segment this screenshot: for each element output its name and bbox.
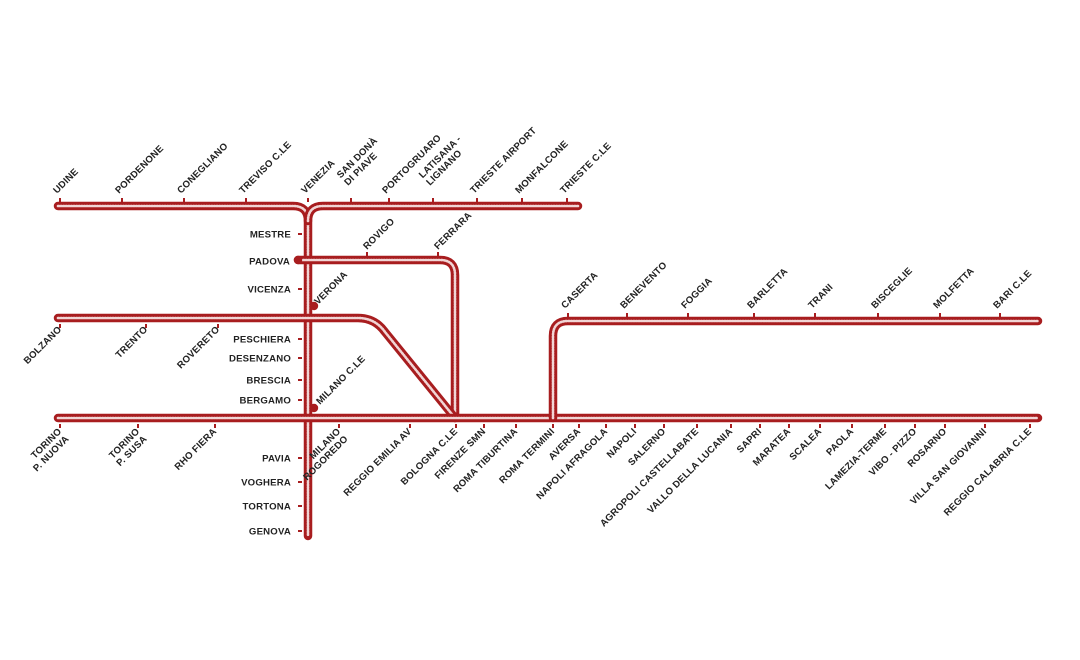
station-milano-c-le: MILANO C.LE bbox=[314, 353, 368, 407]
svg-text:ROVIGO: ROVIGO bbox=[361, 216, 397, 252]
station-tortona: TORTONA bbox=[243, 502, 291, 513]
station-vicenza: VICENZA bbox=[247, 285, 291, 296]
station-barletta: BARLETTA bbox=[745, 266, 790, 311]
station-reggio-emilia-av: REGGIO EMILIA AV bbox=[342, 426, 415, 499]
svg-text:UDINE: UDINE bbox=[51, 166, 81, 196]
svg-text:VOGHERA: VOGHERA bbox=[241, 478, 291, 489]
svg-text:PAVIA: PAVIA bbox=[262, 454, 291, 465]
station-pordenone: PORDENONE bbox=[113, 143, 166, 196]
station-peschiera: PESCHIERA bbox=[233, 335, 291, 346]
svg-text:TORINOP. NUOVA: TORINOP. NUOVA bbox=[24, 426, 72, 474]
svg-text:BOLZANO: BOLZANO bbox=[22, 324, 65, 367]
station-mestre: MESTRE bbox=[250, 230, 292, 241]
svg-text:MILANO C.LE: MILANO C.LE bbox=[314, 353, 368, 407]
station-latisana-lignano: LATISANA -LIGNANO bbox=[417, 134, 471, 188]
svg-text:CASERTA: CASERTA bbox=[559, 270, 600, 311]
line-padova-branch-inner bbox=[296, 258, 457, 420]
svg-text:MESTRE: MESTRE bbox=[250, 230, 292, 241]
station-desenzano: DESENZANO bbox=[229, 354, 291, 365]
station-genova: GENOVA bbox=[249, 527, 291, 538]
station-voghera: VOGHERA bbox=[241, 478, 291, 489]
svg-text:SCALEA: SCALEA bbox=[788, 426, 825, 463]
svg-text:TORINOP. SUSA: TORINOP. SUSA bbox=[107, 426, 150, 469]
verona-dot bbox=[309, 301, 319, 311]
svg-text:DESENZANO: DESENZANO bbox=[229, 354, 291, 365]
svg-text:FOGGIA: FOGGIA bbox=[679, 276, 714, 311]
station-torino-p-susa: TORINOP. SUSA bbox=[107, 426, 150, 469]
station-padova: PADOVA bbox=[249, 257, 290, 268]
station-bolzano: BOLZANO bbox=[22, 324, 65, 367]
svg-text:SAN DONÀDI PIAVE: SAN DONÀDI PIAVE bbox=[334, 135, 387, 188]
station-brescia: BRESCIA bbox=[246, 376, 291, 387]
svg-text:MOLFETTA: MOLFETTA bbox=[931, 266, 976, 311]
station-verona: VERONA bbox=[312, 269, 350, 307]
station-roma-tiburtina: ROMA TIBURTINA bbox=[451, 426, 520, 495]
station-trento: TRENTO bbox=[114, 324, 151, 361]
svg-text:ROVERETO: ROVERETO bbox=[175, 324, 222, 371]
station-torino-p-nuova: TORINOP. NUOVA bbox=[24, 426, 72, 474]
station-villa-san-giovanni: VILLA SAN GIOVANNI bbox=[908, 426, 989, 507]
svg-text:FERRARA: FERRARA bbox=[432, 210, 474, 252]
svg-text:TRENTO: TRENTO bbox=[114, 324, 151, 361]
svg-text:PORDENONE: PORDENONE bbox=[113, 143, 166, 196]
station-venezia: VENEZIA bbox=[299, 158, 337, 196]
svg-text:BISCEGLIE: BISCEGLIE bbox=[869, 265, 915, 311]
svg-text:REGGIO CALABRIA C.LE: REGGIO CALABRIA C.LE bbox=[942, 426, 1034, 518]
station-benevento: BENEVENTO bbox=[618, 260, 669, 311]
line-verona-branch-inner bbox=[56, 316, 457, 420]
station-conegliano: CONEGLIANO bbox=[175, 141, 230, 196]
svg-text:BRESCIA: BRESCIA bbox=[246, 376, 291, 387]
station-bari-c-le: BARI C.LE bbox=[991, 268, 1034, 311]
svg-text:REGGIO EMILIA AV: REGGIO EMILIA AV bbox=[342, 426, 415, 499]
station-trani: TRANI bbox=[806, 282, 835, 311]
station-molfetta: MOLFETTA bbox=[931, 266, 976, 311]
svg-text:VICENZA: VICENZA bbox=[247, 285, 291, 296]
svg-text:PAOLA: PAOLA bbox=[824, 426, 856, 458]
station-reggio-calabria-c-le: REGGIO CALABRIA C.LE bbox=[942, 426, 1034, 518]
station-rovigo: ROVIGO bbox=[361, 216, 397, 252]
svg-text:BENEVENTO: BENEVENTO bbox=[618, 260, 669, 311]
svg-text:TRANI: TRANI bbox=[806, 282, 835, 311]
svg-text:LATISANA -LIGNANO: LATISANA -LIGNANO bbox=[417, 134, 471, 188]
line-adriatic-inner bbox=[551, 319, 1040, 420]
station-scalea: SCALEA bbox=[788, 426, 825, 463]
svg-text:BARI C.LE: BARI C.LE bbox=[991, 268, 1034, 311]
station-caserta: CASERTA bbox=[559, 270, 600, 311]
svg-text:PADOVA: PADOVA bbox=[249, 257, 290, 268]
station-bisceglie: BISCEGLIE bbox=[869, 265, 915, 311]
station-milano-rogoredo: MILANOROGOREDO bbox=[294, 426, 351, 483]
station-paola: PAOLA bbox=[824, 426, 856, 458]
station-san-dona-di-piave: SAN DONÀDI PIAVE bbox=[334, 135, 387, 188]
station-rovereto: ROVERETO bbox=[175, 324, 222, 371]
line-upper-east-inner bbox=[306, 204, 580, 223]
station-ferrara: FERRARA bbox=[432, 210, 474, 252]
station-udine: UDINE bbox=[51, 166, 81, 196]
station-bergamo: BERGAMO bbox=[239, 396, 291, 407]
line-upper-east bbox=[303, 201, 583, 226]
railway-tracks bbox=[53, 201, 1043, 541]
station-treviso-c-le: TREVISO C.LE bbox=[237, 139, 294, 196]
station-foggia: FOGGIA bbox=[679, 276, 714, 311]
svg-text:VENEZIA: VENEZIA bbox=[299, 158, 337, 196]
svg-text:RHO FIERA: RHO FIERA bbox=[173, 426, 219, 472]
line-adriatic bbox=[548, 316, 1043, 423]
svg-text:PESCHIERA: PESCHIERA bbox=[233, 335, 291, 346]
svg-text:TORTONA: TORTONA bbox=[243, 502, 291, 513]
svg-text:ROMA TIBURTINA: ROMA TIBURTINA bbox=[451, 426, 520, 495]
milano-cle-dot bbox=[309, 403, 319, 413]
svg-text:BARLETTA: BARLETTA bbox=[745, 266, 790, 311]
svg-text:GENOVA: GENOVA bbox=[249, 527, 291, 538]
station-rho-fiera: RHO FIERA bbox=[173, 426, 219, 472]
svg-text:VERONA: VERONA bbox=[312, 269, 350, 307]
padova-dot bbox=[293, 255, 303, 265]
svg-text:VILLA SAN GIOVANNI: VILLA SAN GIOVANNI bbox=[908, 426, 989, 507]
station-pavia: PAVIA bbox=[262, 454, 291, 465]
svg-text:MILANOROGOREDO: MILANOROGOREDO bbox=[294, 426, 351, 483]
svg-text:CONEGLIANO: CONEGLIANO bbox=[175, 141, 230, 196]
station-ticks bbox=[59, 198, 1031, 532]
svg-text:BERGAMO: BERGAMO bbox=[239, 396, 291, 407]
svg-text:TREVISO C.LE: TREVISO C.LE bbox=[237, 139, 294, 196]
